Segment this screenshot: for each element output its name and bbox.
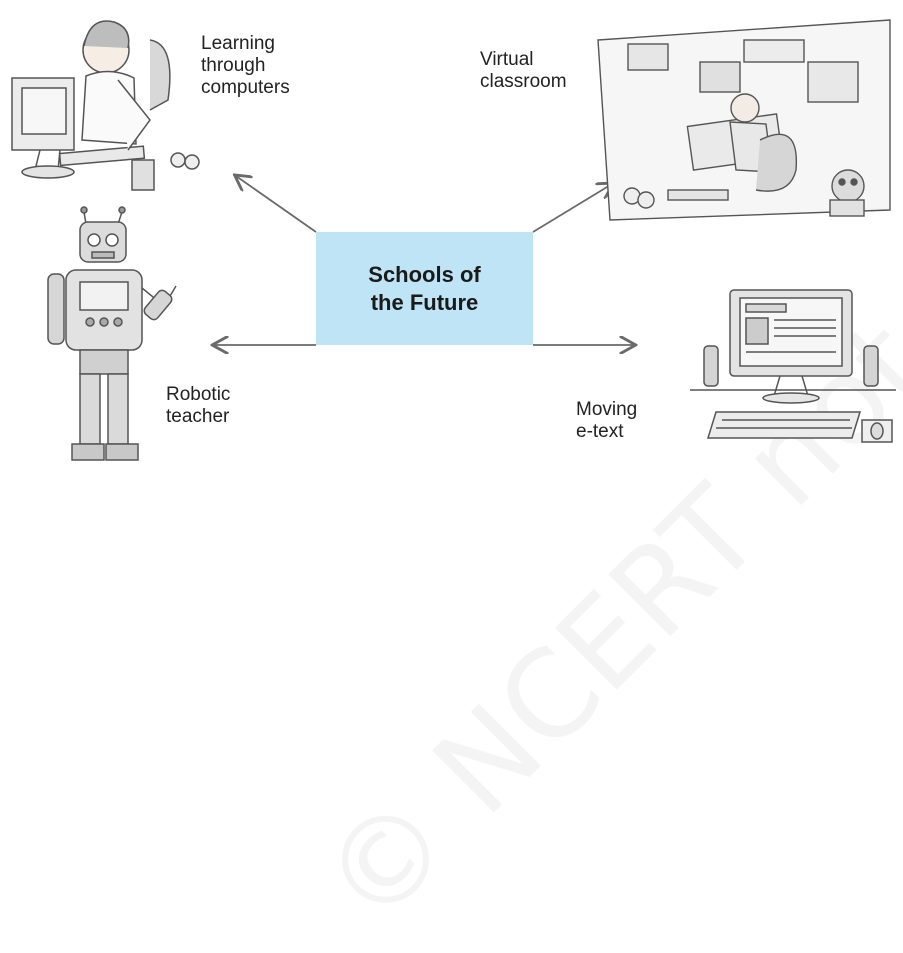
label-moving-e-text: Moving e-text: [576, 399, 638, 442]
diagram-canvas: © NCERT not to be republished: [11, 0, 903, 953]
label-robotic-teacher: Robotic teacher: [166, 384, 231, 427]
desktop-computer-illustration: [690, 289, 896, 443]
center-concept-box: Schools of the Future: [316, 232, 533, 345]
arrow-to-computers: [236, 176, 317, 233]
center-title-line-1: Schools of: [368, 261, 481, 287]
child-computer-illustration: [11, 20, 200, 191]
label-virtual-classroom: Virtual classroom: [480, 49, 567, 92]
center-title-line-2: the Future: [370, 289, 479, 315]
virtual-classroom-illustration: [597, 19, 891, 221]
robot-illustration: [47, 206, 177, 461]
arrow-to-virtual: [532, 184, 612, 233]
label-learning-through-computers: Learning through computers: [201, 33, 290, 98]
illustrations-layer: [11, 19, 896, 461]
